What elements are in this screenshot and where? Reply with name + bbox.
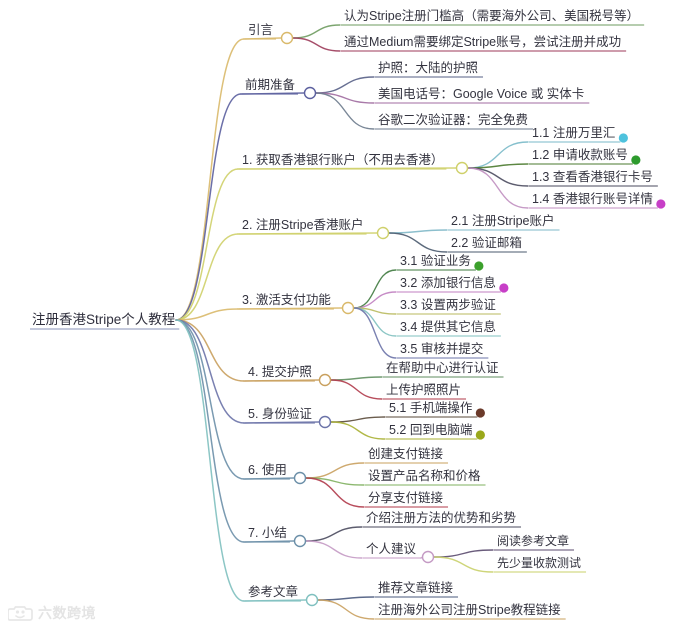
branch-connector [388,229,448,234]
branch-connector [388,232,448,253]
branch-connector [330,379,383,400]
branch-connector [315,92,375,130]
endpoint-dots [474,133,666,440]
node-circle[interactable] [293,534,307,548]
branch-connector [467,163,529,169]
node-label: 2.1 注册Stripe账户 [451,213,555,228]
node-label: 设置产品名称和价格 [368,468,481,483]
node-label: 6. 使用 [248,462,287,477]
branch-connector [353,291,397,309]
node-label: 2. 注册Stripe香港账户 [242,217,364,232]
branch-connector [305,462,365,479]
branch-connector [330,421,386,440]
branch-connector [305,526,363,542]
endpoint-dot [499,283,509,293]
branch-connector [467,167,529,209]
endpoint-dot [475,430,485,440]
node-label: 推荐文章链接 [378,580,454,595]
node-circle[interactable] [303,86,317,100]
node-label: 3.1 验证业务 [400,253,471,268]
node-label: 1.2 申请收款账号 [532,148,628,162]
node-label: 先少量收款测试 [497,555,581,570]
node-label: 3.4 提供其它信息 [400,319,496,334]
node-circle[interactable] [318,373,332,387]
node-label: 2.2 验证邮箱 [451,235,522,250]
node-circle[interactable] [455,161,469,175]
node-circle[interactable] [280,31,294,45]
branch-connector [305,540,363,559]
node-labels: 注册香港Stripe个人教程 引言 认为Stripe注册门槛高（需要海外公司、美国税… [32,8,653,617]
branch-connector [292,24,341,39]
branch-connector [175,168,239,321]
branch-connector [353,307,397,359]
node-circle[interactable] [421,550,435,564]
branch-connector [175,233,239,321]
node-label: 5. 身份验证 [248,406,312,421]
node-circle[interactable] [341,301,355,315]
node-label: 3. 激活支付功能 [242,293,331,307]
branch-connector [175,93,242,321]
node-label: 1.4 香港银行账号详情 [532,191,653,206]
node-circles [280,31,469,607]
node-label: 分享支付链接 [368,490,444,505]
branch-connector [317,599,375,620]
node-label: 个人建议 [366,542,417,556]
node-label: 5.2 回到电脑端 [389,423,472,437]
branch-connector [175,38,245,321]
branch-connector [175,319,245,602]
branch-connector [305,477,365,508]
node-label: 在帮助中心进行认证 [386,360,499,375]
branch-connector [317,596,375,601]
branch-connector [175,308,239,321]
branch-connector [292,37,341,52]
node-label: 3.5 审核并提交 [400,341,483,356]
branch-connector [353,269,397,309]
branch-connector [330,376,383,381]
branch-connector [433,556,494,573]
branch-connector [175,319,245,543]
node-label: 注册香港Stripe个人教程 [32,312,175,327]
branch-connector [433,549,494,558]
node-label: 1.1 注册万里汇 [532,125,615,140]
branch-connector [315,76,375,94]
node-label: 前期准备 [245,77,296,92]
node-label: 通过Medium需要绑定Stripe账号，尝试注册并成功 [344,34,621,49]
node-label: 5.1 手机端操作 [389,400,473,415]
endpoint-dot [475,408,485,418]
node-label: 4. 提交护照 [248,364,312,379]
node-label: 1.3 查看香港银行卡号 [532,170,653,184]
node-label: 1. 获取香港银行账户（不用去香港） [242,152,443,167]
endpoint-dot [656,199,666,209]
node-label: 认为Stripe注册门槛高（需要海外公司、美国税号等） [344,8,639,23]
node-circle[interactable] [293,471,307,485]
branch-connector [175,319,245,382]
node-label: 上传护照照片 [386,382,461,397]
branch-connector [330,416,386,423]
branch-connector [175,319,245,424]
node-label: 介绍注册方法的优势和劣势 [366,510,517,525]
node-label: 创建支付链接 [368,446,444,461]
branch-connector [175,319,245,480]
node-circle[interactable] [318,415,332,429]
node-circle[interactable] [305,593,319,607]
node-label: 3.2 添加银行信息 [400,275,496,290]
text-underlines [30,24,658,620]
node-label: 引言 [248,23,273,37]
node-circle[interactable] [376,226,390,240]
endpoint-dot [631,155,641,165]
node-label: 参考文章 [248,584,298,599]
endpoint-dot [474,261,484,271]
node-label: 美国电话号：Google Voice 或 实体卡 [378,86,584,101]
node-label: 护照：大陆的护照 [378,60,478,75]
node-label: 7. 小结 [248,526,287,540]
node-label: 3.3 设置两步验证 [400,297,496,312]
endpoint-dot [618,133,628,143]
node-label: 阅读参考文章 [497,533,569,548]
branch-connector [467,167,529,187]
node-label: 注册海外公司注册Stripe教程链接 [378,602,561,617]
node-label: 谷歌二次验证器：完全免费 [378,112,528,127]
